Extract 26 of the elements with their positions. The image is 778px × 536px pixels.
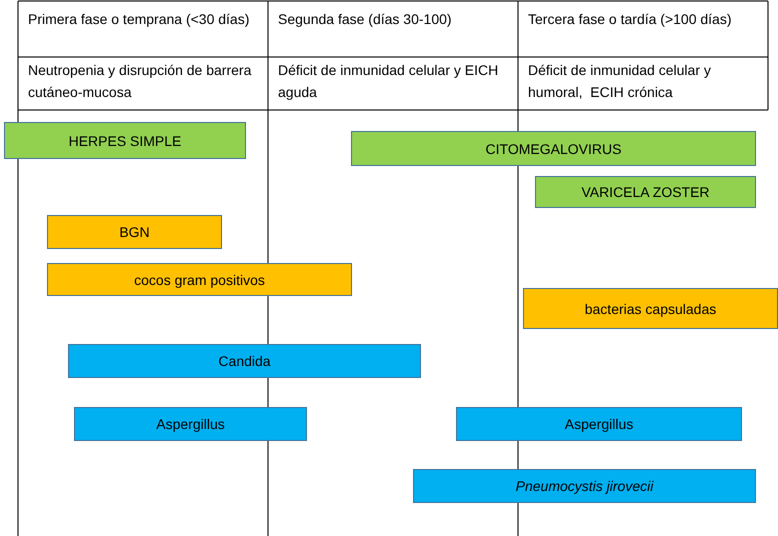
infection-bar [523, 288, 778, 329]
pathogen-name: Pneumocystis jirovecii [516, 478, 654, 494]
infection-bar [413, 469, 756, 503]
infection-bar [47, 263, 352, 296]
pathogen-name: BGN [119, 224, 150, 240]
pathogen-name: Candida [218, 353, 271, 369]
pathogen-name: VARICELA ZOSTER [581, 184, 710, 200]
infection-bar [351, 131, 756, 166]
column-header: Primera fase o temprana (<30 días) [28, 10, 250, 29]
phase-description: Neutropenia y disrupción de barrera cutáneo-mucosa [28, 61, 252, 102]
pathogen-name: bacterias capsuladas [584, 300, 716, 316]
pathogen-name: CITOMEGALOVIRUS [486, 140, 622, 156]
pathogen-name: Aspergillus [156, 416, 225, 432]
phase-description: Déficit de inmunidad celular y humoral, ECIH crónica [528, 61, 712, 102]
infection-bar [4, 122, 246, 159]
infection-bar [68, 344, 421, 378]
pathogen-name: cocos gram positivos [134, 272, 265, 288]
column-header: Tercera fase o tardía (>100 días) [528, 10, 732, 29]
pathogen-name: Aspergillus [564, 416, 634, 432]
infection-bar [535, 176, 756, 208]
column-header: Segunda fase (días 30-100) [278, 10, 453, 29]
infection-bar [456, 407, 742, 441]
infection-bar [74, 407, 307, 441]
pathogen-name: HERPES SIMPLE [68, 132, 182, 148]
infection-bar [47, 215, 222, 249]
phase-description: Déficit de inmunidad celular y EICH aguda [278, 61, 500, 102]
